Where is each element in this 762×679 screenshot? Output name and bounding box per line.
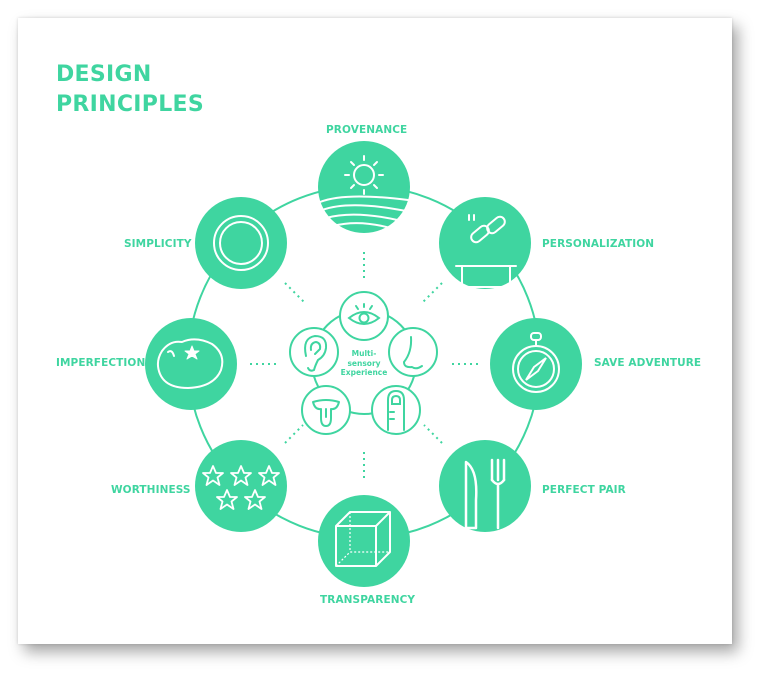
sense-nose-node bbox=[388, 327, 438, 377]
sun-fields-icon bbox=[319, 155, 409, 230]
label-provenance: PROVENANCE bbox=[326, 124, 408, 136]
provenance-node bbox=[318, 141, 410, 233]
label-save-adventure: SAVE ADVENTURE bbox=[594, 357, 702, 369]
transparency-node bbox=[318, 495, 410, 587]
cube-icon bbox=[335, 511, 391, 567]
sense-ear-node bbox=[289, 327, 339, 377]
compass-icon bbox=[512, 332, 560, 393]
simplicity-node bbox=[195, 197, 287, 289]
title-line-1: DESIGN bbox=[56, 62, 152, 87]
ear-icon bbox=[304, 334, 328, 372]
dotted-connectors bbox=[250, 252, 478, 478]
nose-icon bbox=[403, 336, 423, 370]
personalization-node bbox=[439, 197, 531, 289]
center-line-1: Multi- bbox=[351, 349, 377, 358]
sense-eye-node bbox=[339, 291, 389, 341]
pills-pot-icon bbox=[455, 214, 517, 288]
tomato-icon bbox=[156, 338, 224, 389]
label-worthiness: WORTHINESS bbox=[111, 484, 191, 496]
center-label: Multi- sensory Experience bbox=[334, 349, 394, 378]
center-line-2: sensory bbox=[347, 358, 381, 368]
five-stars-icon bbox=[202, 465, 280, 510]
label-imperfection: IMPERFECTION bbox=[56, 357, 146, 369]
knife-fork-icon bbox=[464, 458, 506, 530]
finger-icon bbox=[387, 389, 405, 431]
tongue-icon bbox=[312, 399, 340, 427]
label-perfect-pair: PERFECT PAIR bbox=[542, 484, 626, 496]
save-adventure-node bbox=[490, 318, 582, 410]
imperfection-node bbox=[145, 318, 237, 410]
eye-icon bbox=[347, 303, 381, 325]
center-line-3: Experience bbox=[340, 368, 388, 377]
worthiness-node bbox=[195, 440, 287, 532]
page-title: DESIGN PRINCIPLES bbox=[56, 60, 204, 120]
plate-icon bbox=[213, 215, 269, 271]
title-line-2: PRINCIPLES bbox=[56, 92, 205, 117]
perfect-pair-node bbox=[439, 440, 531, 532]
label-transparency: TRANSPARENCY bbox=[320, 594, 416, 606]
label-simplicity: SIMPLICITY bbox=[124, 238, 192, 250]
sense-finger-node bbox=[371, 385, 421, 435]
label-personalization: PERSONALIZATION bbox=[542, 238, 655, 250]
sense-tongue-node bbox=[301, 385, 351, 435]
